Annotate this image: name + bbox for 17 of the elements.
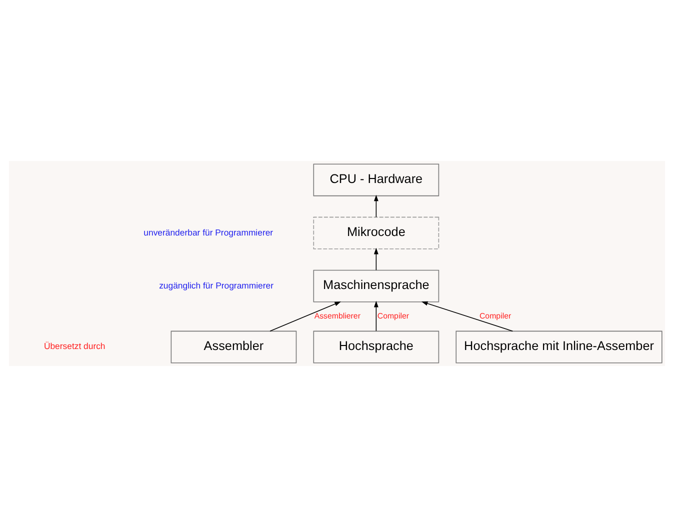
node-box: Hochsprache mit Inline-Assember <box>456 330 662 364</box>
edge-label: Assemblierer <box>314 312 360 321</box>
node-box: Maschinensprache <box>313 270 440 302</box>
label: unveränderbar für Programmierer <box>144 227 274 238</box>
arrow <box>421 301 514 332</box>
arrow <box>374 248 378 270</box>
edge-label: Compiler <box>479 312 512 321</box>
arrow <box>270 301 342 332</box>
label: Übersetzt durch <box>44 341 106 352</box>
edge-label: Compiler <box>377 312 410 321</box>
arrow <box>374 300 378 332</box>
node-box: CPU - Hardware <box>313 164 440 196</box>
node-box: Hochsprache <box>313 330 440 364</box>
node-box: Assembler <box>170 330 297 364</box>
arrow <box>374 194 378 218</box>
node-box: Mikrocode <box>313 216 440 250</box>
label: zugänglich für Programmierer <box>159 280 274 290</box>
